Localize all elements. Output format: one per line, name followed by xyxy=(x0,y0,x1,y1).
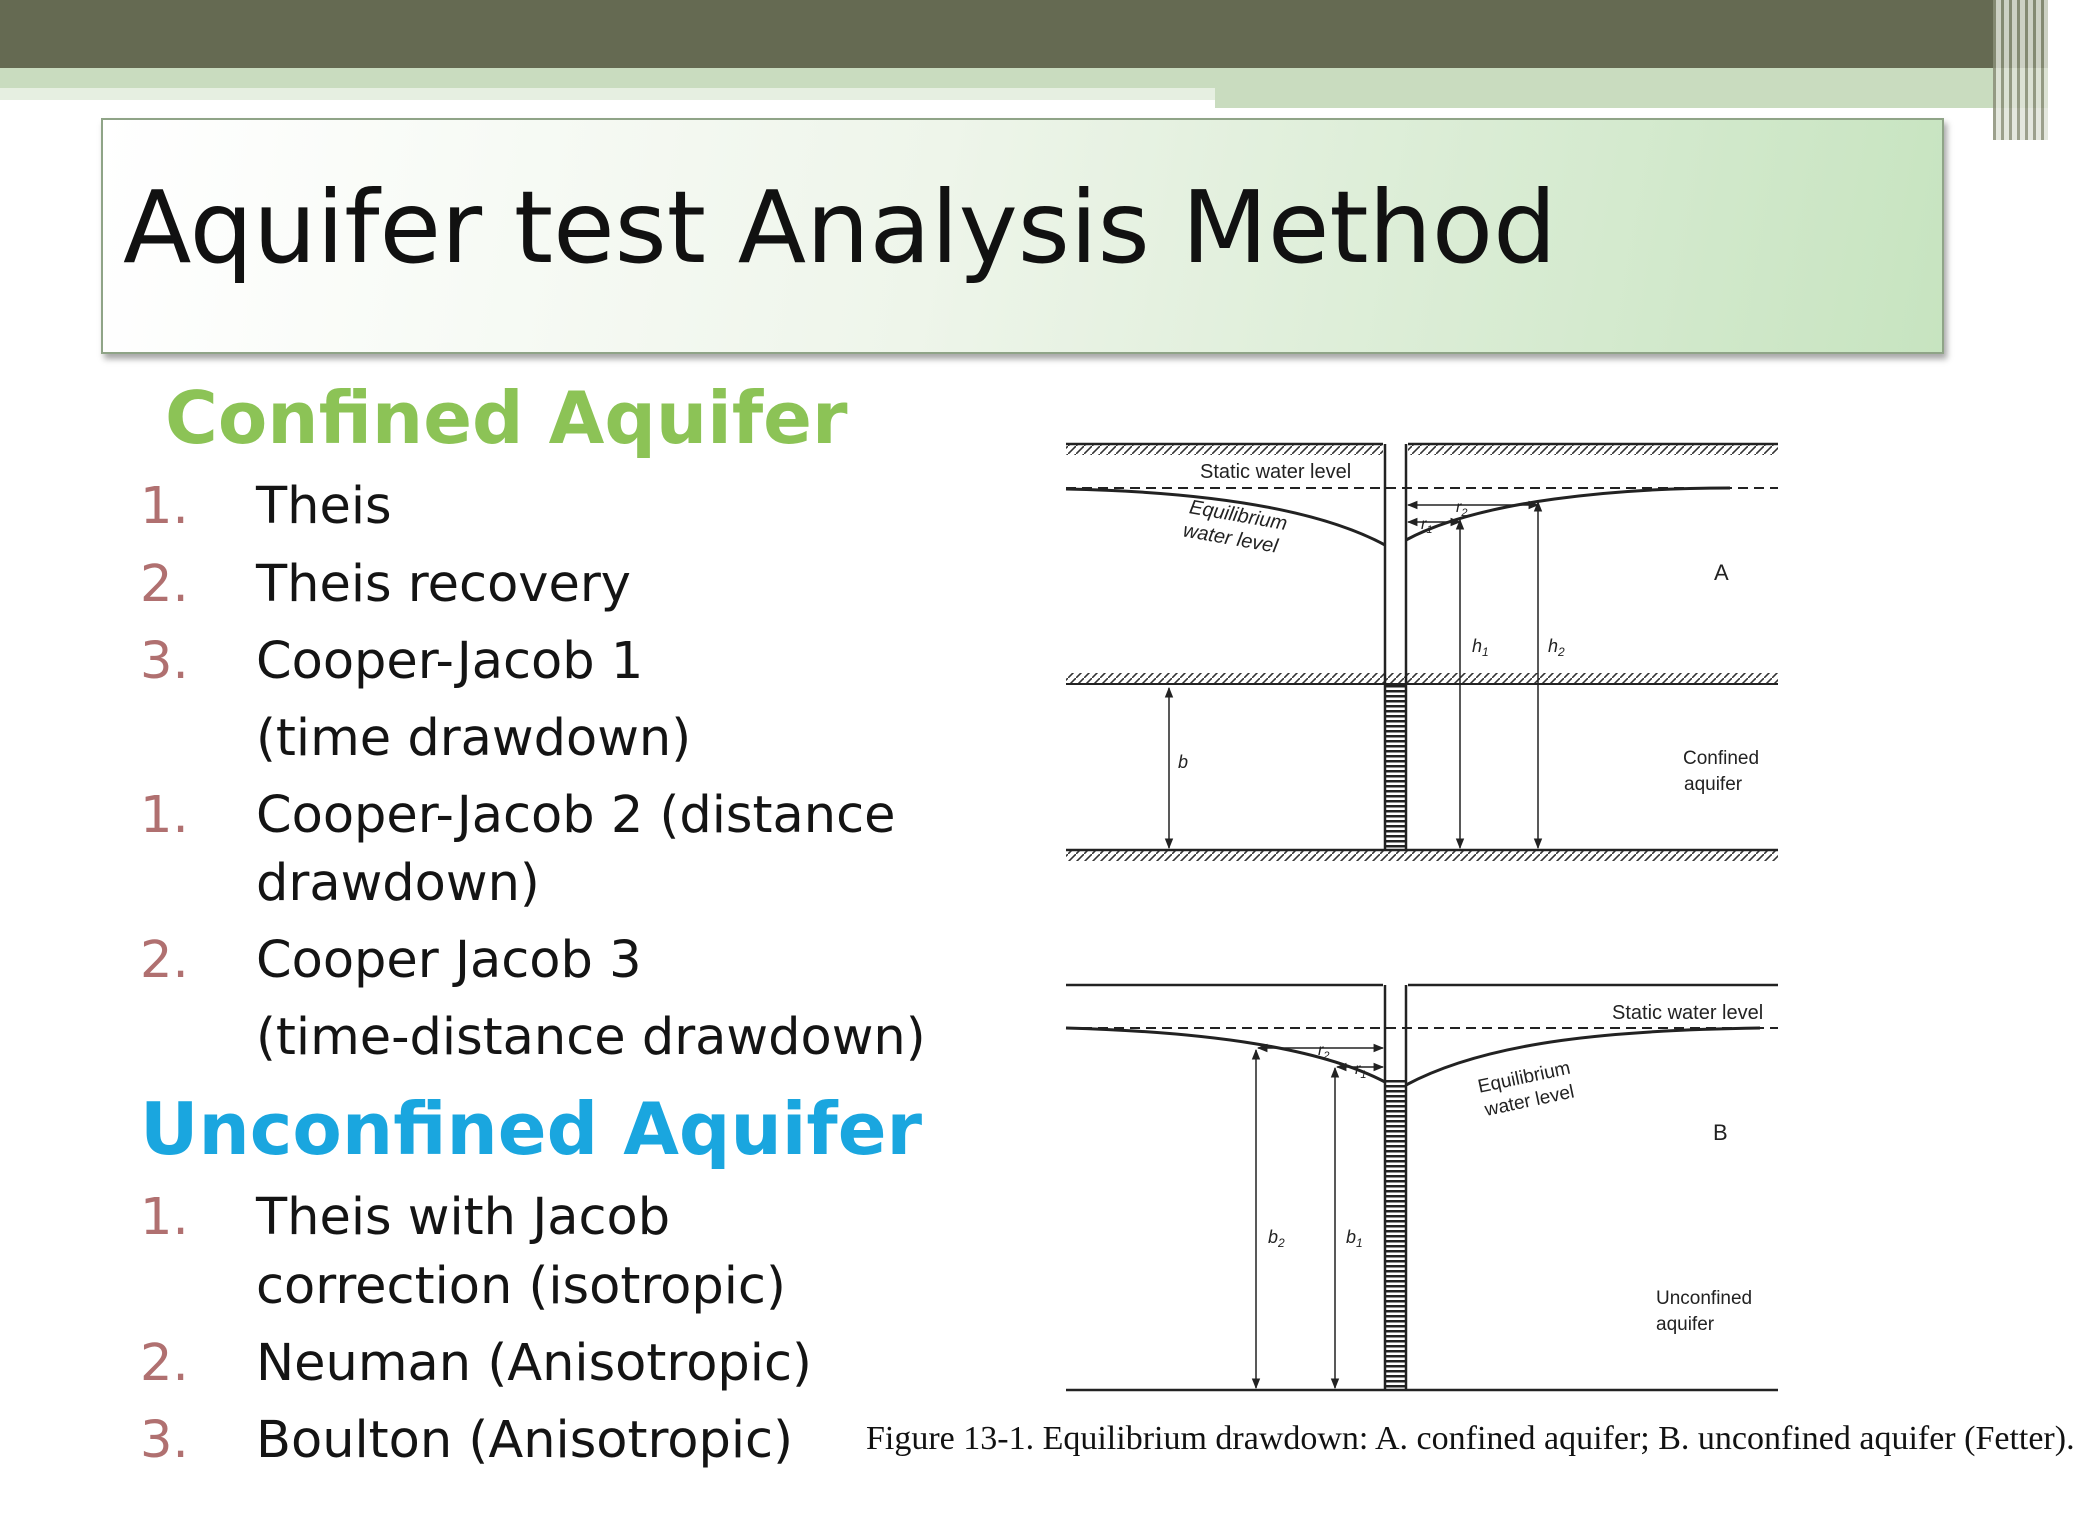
aquifer-base-hatch xyxy=(1066,851,1778,861)
aquifer-label-line1: Confined xyxy=(1683,748,1759,769)
well-screen xyxy=(1386,1080,1405,1390)
list-text: Cooper-Jacob 1 xyxy=(256,632,644,691)
equilibrium-curve-left xyxy=(1065,487,1386,547)
slide-title: Aquifer test Analysis Method xyxy=(123,169,1557,286)
equilibrium-curve-right xyxy=(1405,486,1731,542)
list-text: Theis recovery xyxy=(256,555,631,614)
list-number: 1. xyxy=(140,477,189,536)
panel-b: Static water level Equilibrium water lev… xyxy=(1065,983,1778,1392)
accent-band-left-light xyxy=(0,88,1215,100)
r1-label: r1 xyxy=(1355,1061,1366,1081)
drawdown-diagram: Static water level Equilibrium water lev… xyxy=(1065,442,1778,1392)
well-screen xyxy=(1386,685,1405,850)
list-text: Boulton (Anisotropic) xyxy=(256,1411,793,1470)
panel-a: Static water level Equilibrium water lev… xyxy=(1065,442,1778,861)
h1-label: h1 xyxy=(1472,636,1489,659)
panel-letter-b: B xyxy=(1713,1120,1728,1145)
b2-label: b2 xyxy=(1268,1227,1285,1250)
list-text: (time drawdown) xyxy=(256,709,692,768)
aquifer-label-line1: Unconfined xyxy=(1656,1288,1752,1309)
confining-layer-hatch xyxy=(1066,673,1778,683)
r1-label: r1 xyxy=(1421,516,1432,536)
equilibrium-curve-left xyxy=(1065,1026,1386,1084)
ground-hatch xyxy=(1066,445,1383,455)
list-number: 2. xyxy=(140,1334,189,1393)
r2-label: r2 xyxy=(1456,499,1467,519)
list-number: 1. xyxy=(140,1188,189,1247)
list-number: 2. xyxy=(140,555,189,614)
confined-heading: Confined Aquifer xyxy=(165,376,848,460)
list-text: Neuman (Anisotropic) xyxy=(256,1334,812,1393)
accent-band-right xyxy=(1215,68,2048,108)
b-label: b xyxy=(1178,752,1188,772)
list-number: 3. xyxy=(140,1411,189,1470)
top-accent-bar xyxy=(0,0,2048,68)
list-text: Cooper-Jacob 2 (distance xyxy=(256,786,896,845)
list-text: drawdown) xyxy=(256,854,540,913)
h2-label: h2 xyxy=(1548,636,1565,659)
list-text: Theis xyxy=(256,477,392,536)
unconfined-heading: Unconfined Aquifer xyxy=(140,1087,923,1171)
aquifer-label-line2: aquifer xyxy=(1656,1314,1715,1335)
static-water-label: Static water level xyxy=(1200,461,1351,483)
ground-hatch xyxy=(1408,445,1778,455)
static-water-label: Static water level xyxy=(1612,1002,1763,1024)
list-text: (time-distance drawdown) xyxy=(256,1008,926,1067)
aquifer-label-line2: aquifer xyxy=(1684,774,1743,795)
list-text: Cooper Jacob 3 xyxy=(256,931,642,990)
corner-stripes xyxy=(1993,0,2048,140)
figure-caption: Figure 13-1. Equilibrium drawdown: A. co… xyxy=(866,1420,2075,1457)
list-number: 1. xyxy=(140,786,189,845)
list-text: correction (isotropic) xyxy=(256,1257,786,1316)
r2-label: r2 xyxy=(1318,1042,1329,1062)
list-number: 3. xyxy=(140,632,189,691)
b1-label: b1 xyxy=(1346,1227,1363,1250)
list-number: 2. xyxy=(140,931,189,990)
panel-letter-a: A xyxy=(1714,560,1729,585)
equilibrium-curve-right xyxy=(1405,1026,1761,1087)
title-box: Aquifer test Analysis Method xyxy=(101,118,1944,354)
list-text: Theis with Jacob xyxy=(256,1188,671,1247)
